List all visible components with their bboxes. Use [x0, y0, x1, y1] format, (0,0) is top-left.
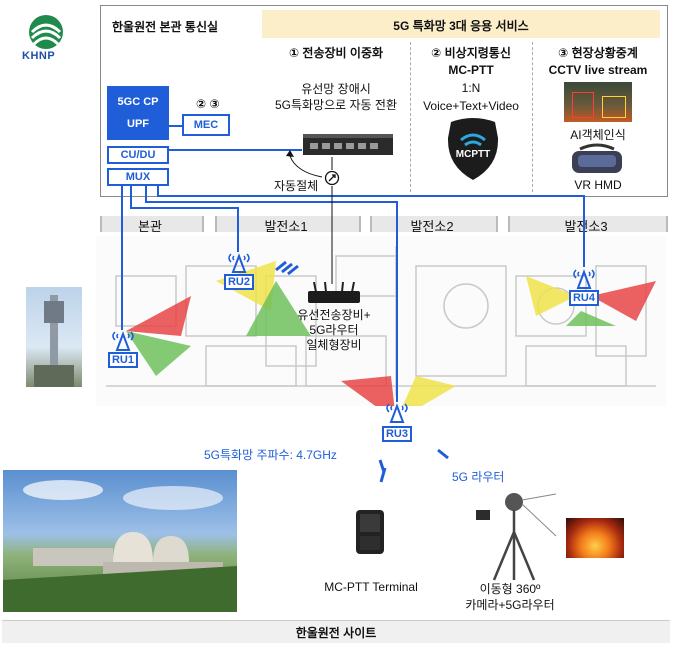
nuclear-plant-photo: [3, 470, 237, 612]
ru2-antenna-icon: [225, 250, 253, 274]
coverage-red: [341, 376, 395, 406]
core-line2: UPF: [127, 118, 149, 130]
mux-box: MUX: [107, 168, 169, 186]
360-camera-icon: [468, 488, 558, 582]
radio-signal-icon: [378, 459, 387, 483]
equipment-line1: 유선전송장비+: [297, 308, 371, 322]
camera-line1: 이동형 360º: [479, 582, 541, 596]
terminal-label: MC-PTT Terminal: [324, 580, 418, 594]
company-logo: KHNP: [18, 10, 74, 66]
service2-line3: Voice+Text+Video: [423, 99, 519, 113]
zone-bar-hq: [100, 216, 204, 232]
service2-line2: 1:N: [461, 81, 481, 95]
core-line1: 5GC CP: [117, 96, 159, 108]
auto-switch-label: 자동절체: [274, 179, 319, 193]
coverage-areas: [126, 261, 656, 406]
coverage-red: [126, 296, 191, 336]
ru1-box: RU1: [108, 352, 138, 368]
link-ru3: [145, 186, 398, 402]
fire-photo: [566, 518, 624, 558]
radio-signal-icon: [275, 260, 299, 276]
ru4-box: RU4: [569, 290, 599, 306]
ru1-antenna-icon: [109, 328, 137, 352]
router-label: 5G 라우터: [452, 470, 505, 484]
vr-headset-icon: [568, 141, 626, 177]
zone-bar-plant2: [370, 216, 498, 232]
mec-tag: ② ③: [196, 97, 220, 111]
service-divider: [532, 42, 533, 192]
hq-title: 한울원전 본관 통신실: [112, 20, 219, 34]
5gc-core-box: 5GC CP UPF: [107, 86, 169, 140]
equipment-line2: 5G라우터: [309, 323, 359, 337]
coverage-yellow: [402, 376, 456, 406]
coverage-red: [591, 281, 656, 321]
antenna-tower-photo: [26, 287, 82, 387]
ru4-antenna-icon: [570, 266, 598, 290]
zone-label-plant3: 발전소3: [564, 219, 608, 234]
service1-title: ① 전송장비 이중화: [288, 46, 384, 60]
radio-signal-icon: [437, 448, 449, 460]
service3-line3: VR HMD: [574, 178, 622, 192]
footer-label: 한울원전 사이트: [295, 625, 377, 640]
service1-line1: 유선망 장애시: [301, 82, 371, 96]
site-footer: 한울원전 사이트: [2, 620, 670, 643]
link-ru2: [130, 186, 239, 252]
coverage-green: [566, 311, 616, 326]
ru2-box: RU2: [224, 274, 254, 290]
coverage-yellow: [526, 276, 576, 316]
service2-line1: MC-PTT: [448, 63, 494, 77]
service3-title: ③ 현장상황중계: [558, 46, 638, 60]
mcptt-badge-text: MCPTT: [455, 149, 491, 160]
zone-bar-plant3: [508, 216, 668, 232]
zone-bar-plant1: [215, 216, 361, 232]
auto-switch-arrow: [289, 155, 323, 178]
ru3-antenna-icon: [383, 400, 411, 424]
zone-label-plant2: 발전소2: [410, 219, 454, 234]
services-title: 5G 특화망 3대 응용 서비스: [393, 19, 529, 33]
services-header: [262, 10, 660, 38]
service3-line1: CCTV live stream: [548, 63, 648, 77]
logo-text: KHNP: [22, 50, 56, 62]
switch-icon: [324, 170, 340, 186]
service-divider: [410, 42, 411, 192]
zone-label-hq: 본관: [138, 219, 162, 234]
mcptt-terminal-icon: [354, 508, 386, 556]
link-ru4: [157, 186, 585, 267]
coverage-green: [246, 281, 311, 336]
frequency-label: 5G특화망 주파수: 4.7GHz: [204, 448, 337, 462]
coverage-green: [126, 331, 191, 376]
mec-box: MEC: [182, 114, 230, 136]
cudu-box: CU/DU: [107, 146, 169, 164]
transmission-device-icon: [302, 133, 394, 157]
zone-label-plant1: 발전소1: [264, 219, 308, 234]
integrated-equipment-icon: [306, 281, 362, 304]
mcptt-badge-icon: MCPTT: [443, 116, 503, 184]
service1-line2: 5G특화망으로 자동 전환: [274, 98, 398, 112]
logo-emblem-icon: [29, 15, 63, 49]
service3-line2: AI객체인식: [570, 128, 626, 142]
equipment-line3: 일체형장비: [306, 338, 362, 352]
camera-line2: 카메라+5G라우터: [465, 598, 555, 612]
service2-title: ② 비상지령통신: [431, 46, 511, 60]
ai-detection-photo: [564, 82, 632, 122]
ru3-box: RU3: [382, 426, 412, 442]
